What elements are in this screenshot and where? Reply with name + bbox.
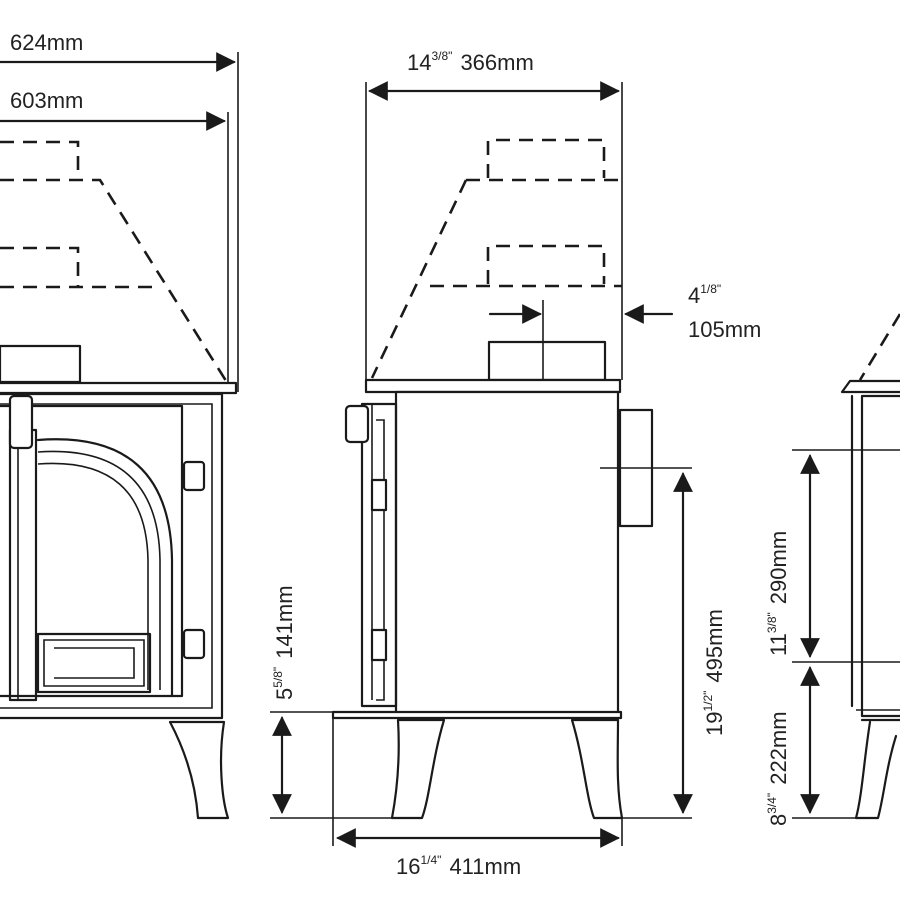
front-door-arch	[36, 438, 174, 698]
width-603-label: 603mm	[10, 88, 83, 113]
side-body	[394, 390, 620, 718]
front-flue-collar	[0, 344, 82, 384]
side-view: 143/8"366mm 41/8" 105mm	[270, 49, 761, 879]
side-door-handle	[344, 404, 370, 444]
front-top-plate	[0, 381, 238, 395]
outlet-height-495-label: 191/2"495mm	[701, 609, 727, 736]
front-ash-grate	[36, 632, 152, 694]
side-leg-rear	[570, 718, 624, 820]
front-view: 624mm 603mm	[0, 30, 239, 820]
depth-366-label: 143/8"366mm	[407, 49, 534, 75]
front-flue-hood-dashed	[0, 140, 230, 385]
rear-flue-hood-dashed	[858, 313, 900, 381]
rear-leg	[854, 718, 900, 820]
front-door-handle	[8, 394, 34, 450]
flue-offset-label: 41/8"	[688, 282, 721, 308]
rear-top-plate	[840, 379, 900, 394]
front-leg	[168, 720, 230, 820]
flue-offset-mm-label: 105mm	[688, 317, 761, 342]
width-624-label: 624mm	[10, 30, 83, 55]
side-leg-front	[390, 718, 446, 820]
side-flue-hood-dashed	[370, 138, 622, 379]
rear-view: 113/8"290mm 83/4"222mm	[765, 313, 900, 826]
upper-height-290-text: 113/8"290mm	[765, 531, 791, 656]
front-body	[0, 392, 224, 720]
rear-body	[860, 394, 900, 718]
base-height-141-label: 55/8"141mm	[271, 585, 297, 700]
side-top-plate	[364, 378, 622, 394]
lower-height-222-label: 83/4"222mm	[765, 711, 791, 826]
side-flue-collar	[487, 340, 607, 382]
depth-411-label: 161/4"411mm	[396, 853, 521, 879]
